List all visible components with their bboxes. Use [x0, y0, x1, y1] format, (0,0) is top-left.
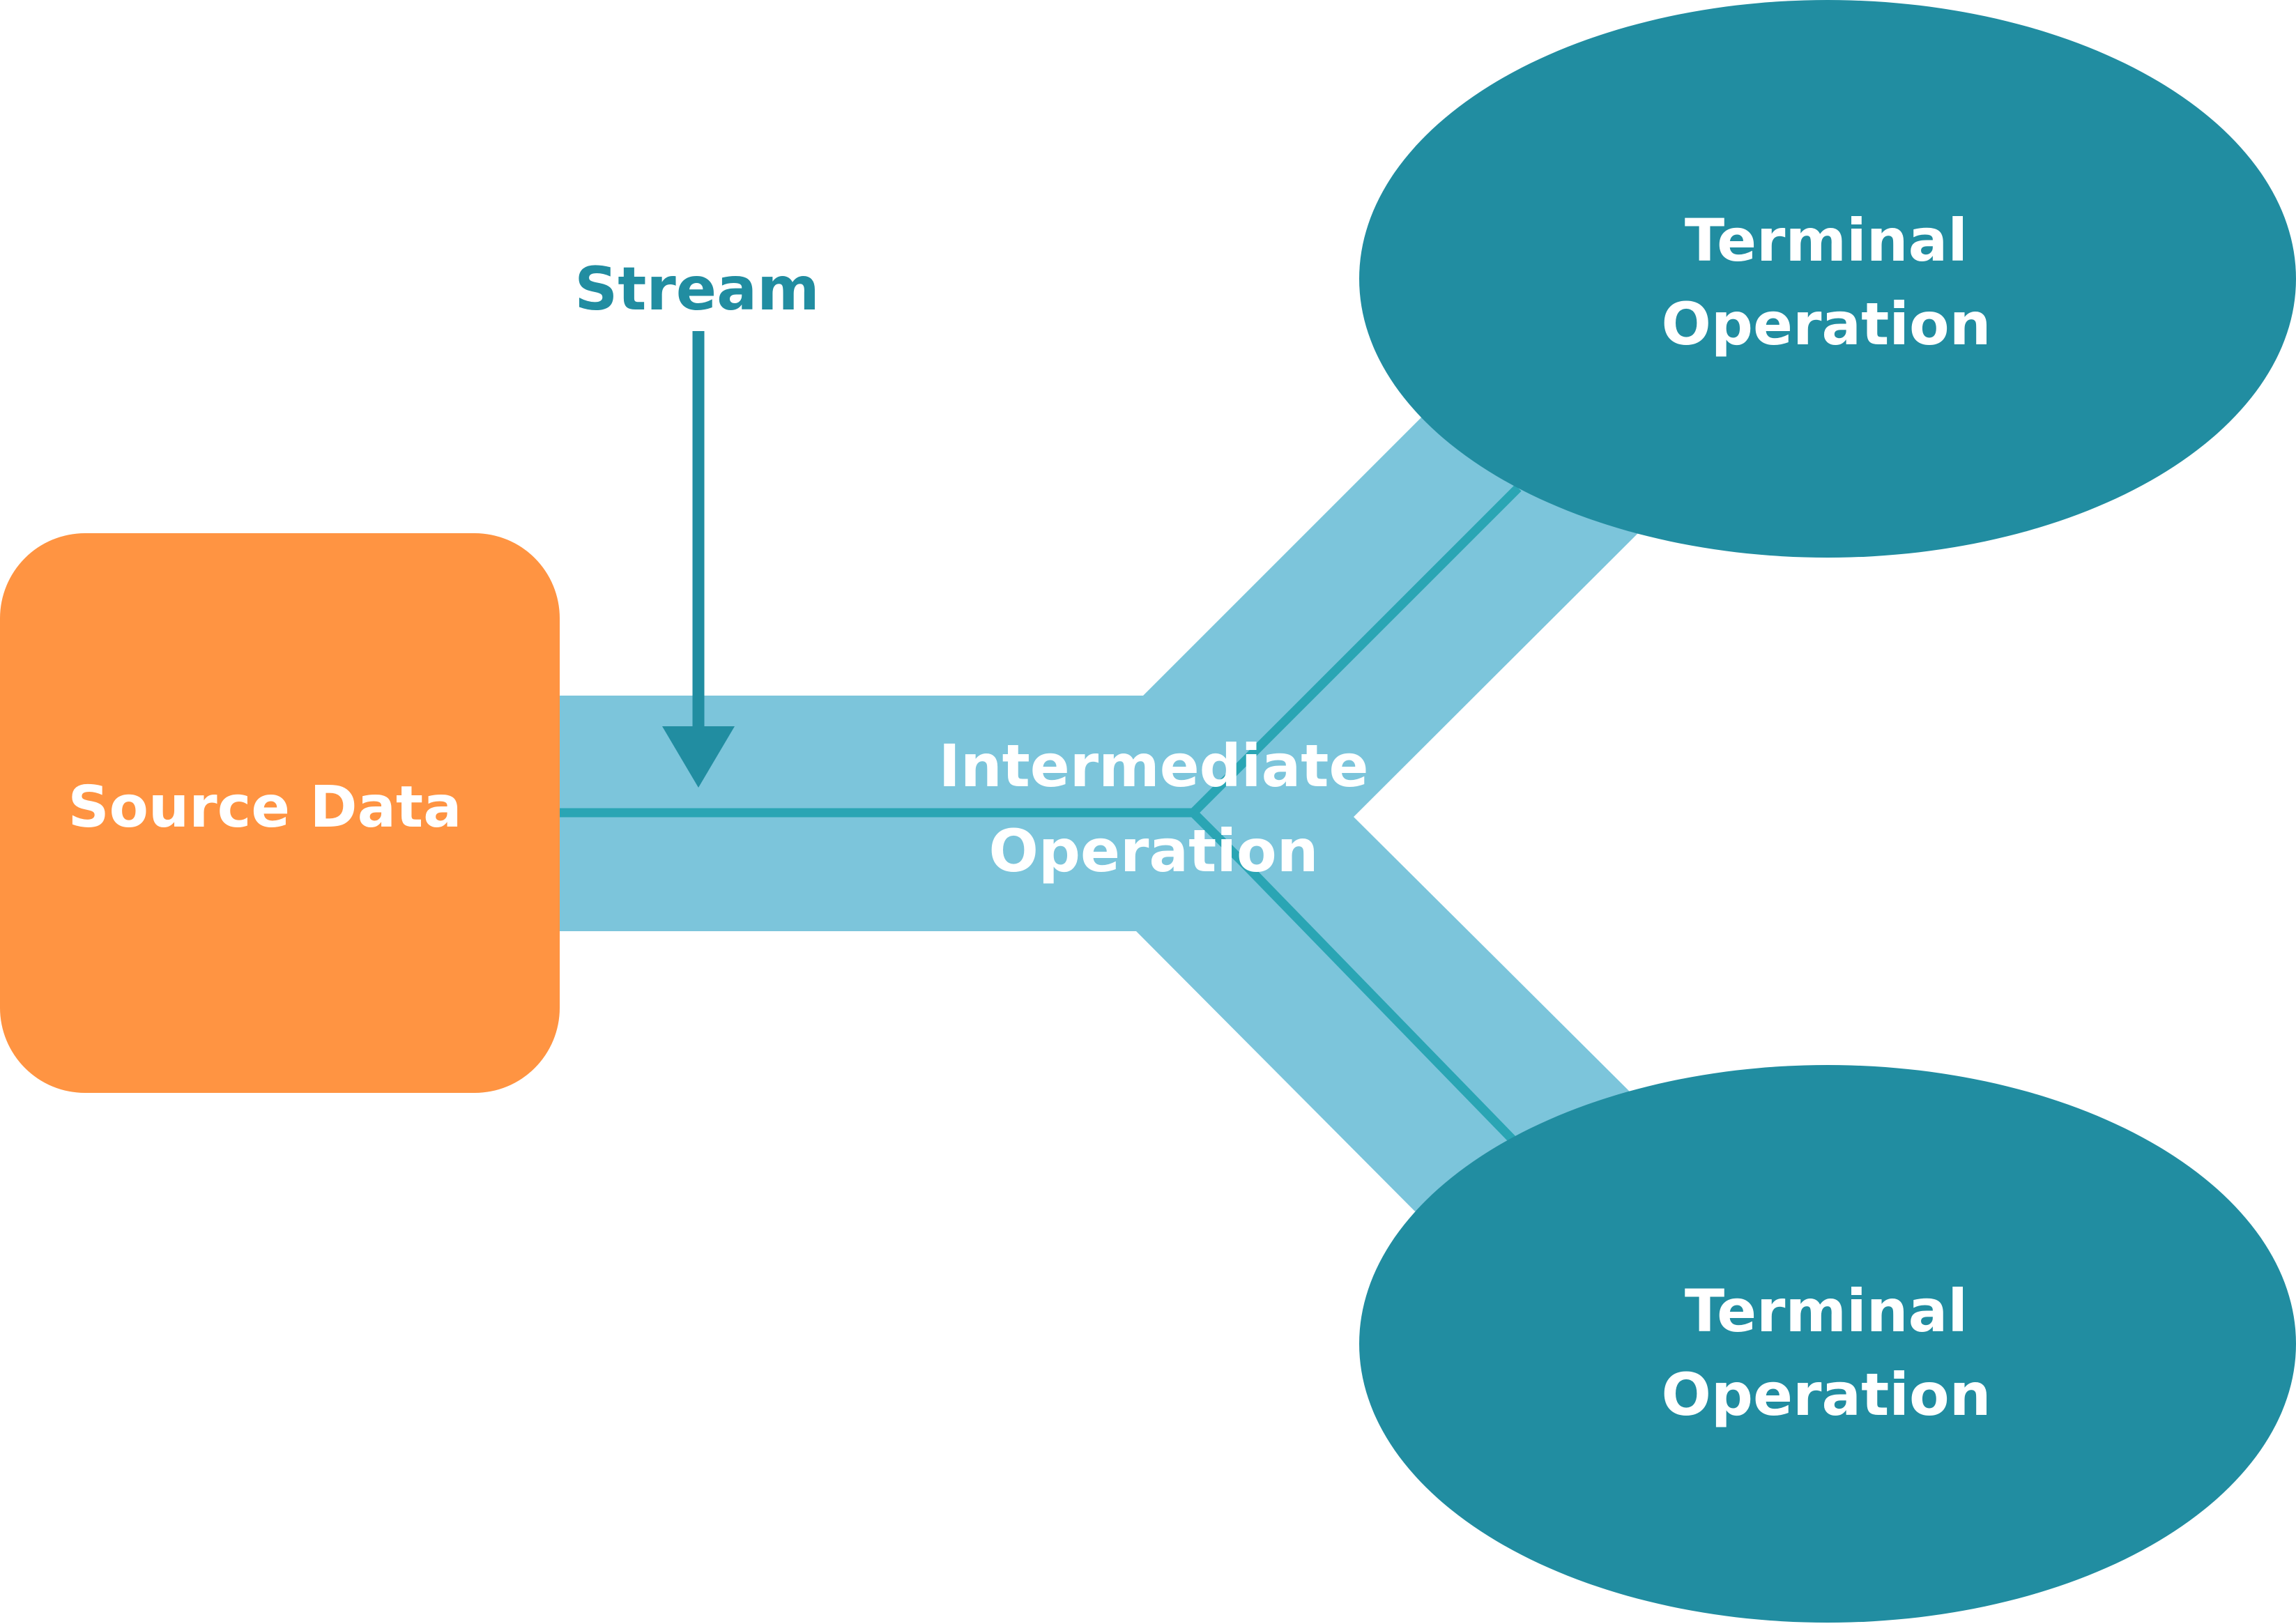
intermediate-operation-label-line2: Operation: [988, 817, 1318, 885]
source-data-node: [0, 533, 560, 1093]
intermediate-operation-label-line1: Intermediate: [939, 732, 1369, 800]
flow-line-lower: [1190, 809, 1516, 1143]
stream-label: Stream: [574, 254, 819, 324]
terminal-operation-bottom-node: [1359, 1065, 2296, 1623]
terminal-operation-top-label-line2: Operation: [1661, 290, 1991, 358]
terminal-operation-top-label-line1: Terminal: [1685, 206, 1968, 275]
source-data-label: Source Data: [68, 774, 462, 841]
terminal-operation-bottom-label-line1: Terminal: [1685, 1277, 1968, 1345]
terminal-operation-top-node: [1359, 0, 2296, 558]
terminal-operation-bottom-label-line2: Operation: [1661, 1361, 1991, 1429]
stream-arrow-head: [662, 726, 735, 788]
